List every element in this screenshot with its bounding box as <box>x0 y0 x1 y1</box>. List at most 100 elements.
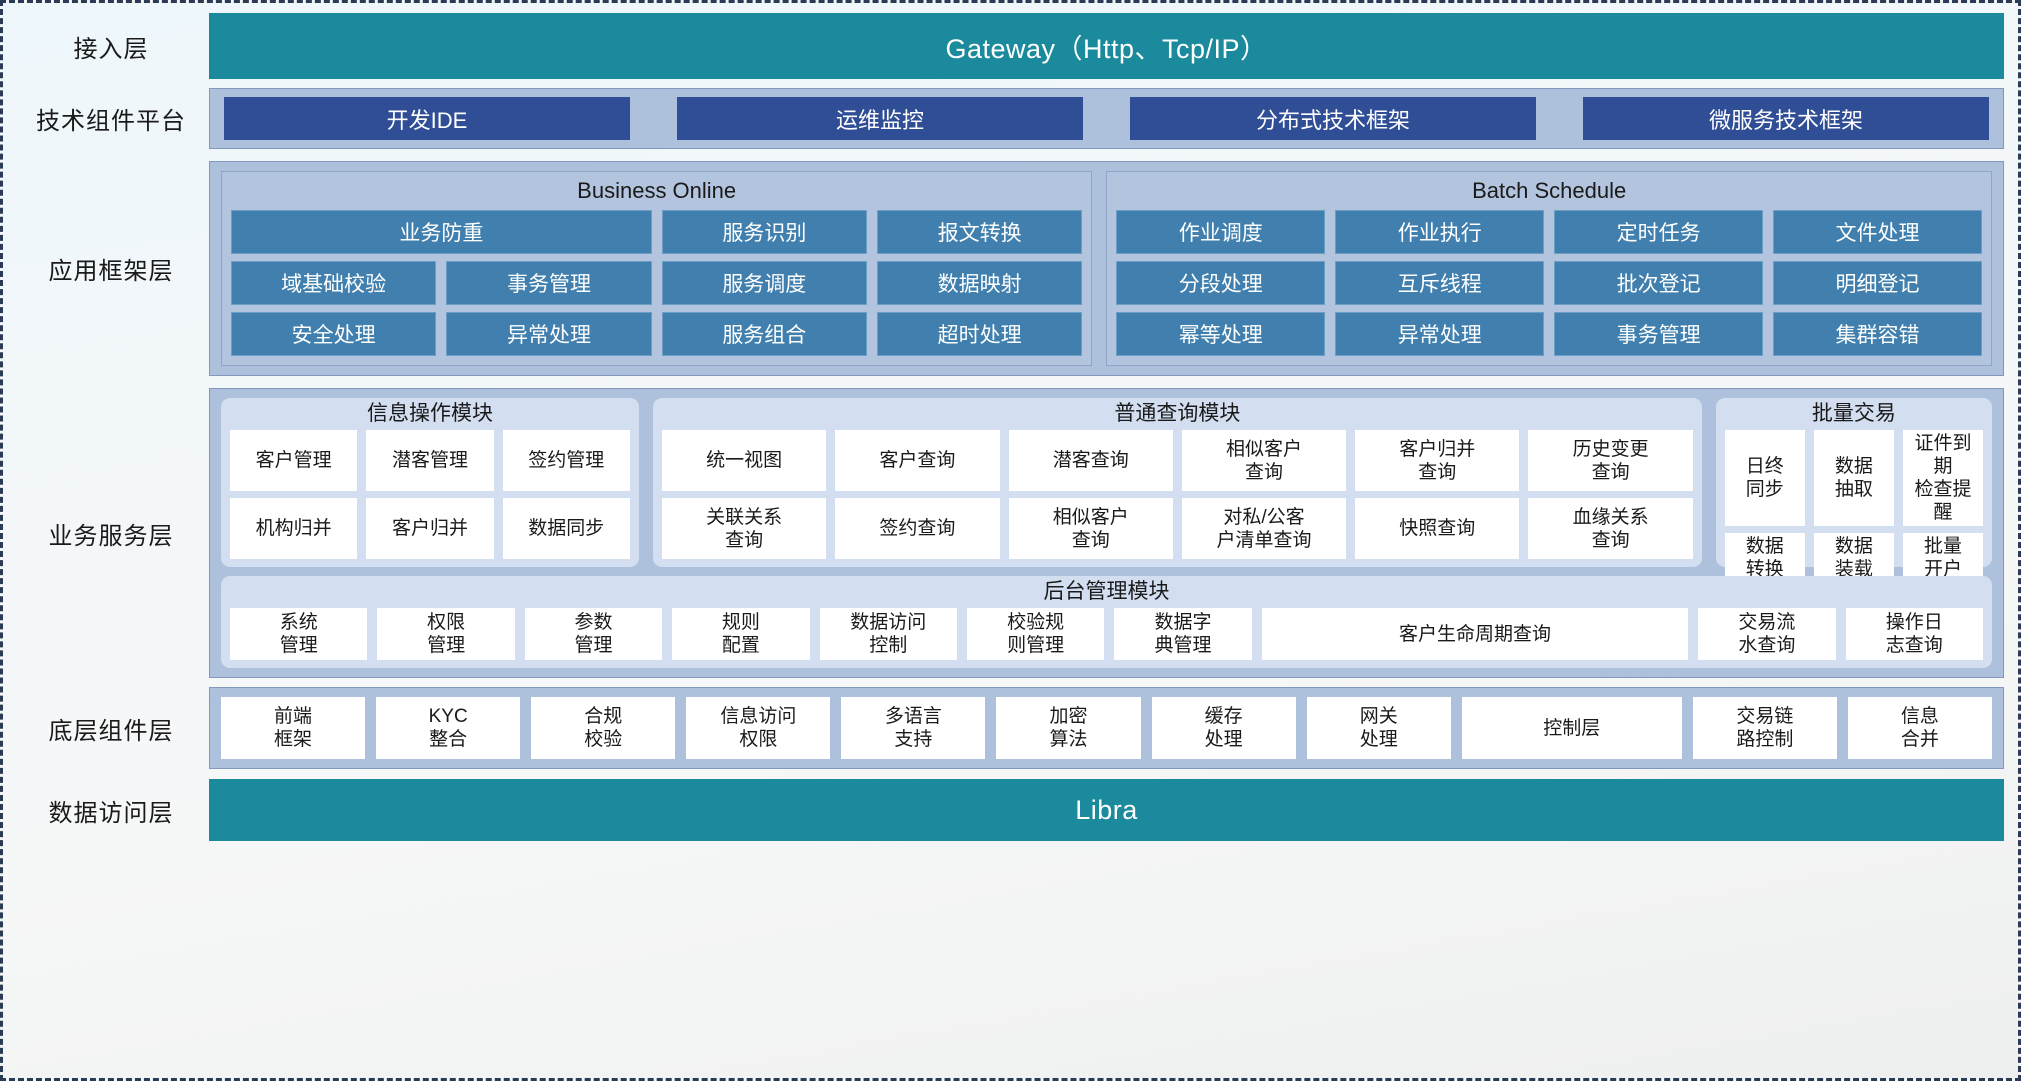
business-service-cell[interactable]: 数据抽取 <box>1813 430 1894 526</box>
app-framework-box[interactable]: 域基础校验 <box>231 261 437 305</box>
app-framework-box[interactable]: 批次登记 <box>1554 261 1764 305</box>
business-service-cell[interactable]: 快照查询 <box>1355 498 1520 559</box>
app-framework-box[interactable]: 异常处理 <box>1335 312 1545 356</box>
app-framework-box[interactable]: 作业执行 <box>1335 210 1545 254</box>
base-component-cell[interactable]: 控制层 <box>1461 697 1682 759</box>
business-service-cell[interactable]: 相似客户查询 <box>1008 498 1173 559</box>
business-service-cell[interactable]: 潜客管理 <box>366 430 494 491</box>
admin-module-cell[interactable]: 权限管理 <box>377 608 515 660</box>
business-service-cell[interactable]: 签约查询 <box>835 498 1000 559</box>
tech-component-box[interactable]: 分布式技术框架 <box>1130 97 1536 140</box>
admin-module-row: 系统管理权限管理参数管理规则配置数据访问控制校验规则管理数据字典管理客户生命周期… <box>230 608 1983 660</box>
app-framework-box[interactable]: 数据映射 <box>876 261 1083 305</box>
admin-module-title: 后台管理模块 <box>1043 580 1170 603</box>
tech-platform-panel: 开发IDE 运维监控 分布式技术框架 微服务技术框架 <box>209 88 2004 149</box>
app-framework-group-title: Batch Schedule <box>1472 178 1627 203</box>
app-framework-box[interactable]: 事务管理 <box>446 261 652 305</box>
admin-module-group: 后台管理模块 系统管理权限管理参数管理规则配置数据访问控制校验规则管理数据字典管… <box>221 576 1992 668</box>
business-service-cell[interactable]: 关联关系查询 <box>661 498 827 559</box>
layer-data-access: 数据访问层 Libra <box>13 779 2004 841</box>
business-service-cell[interactable]: 数据装载 <box>1813 533 1894 583</box>
app-framework-box[interactable]: 作业调度 <box>1116 210 1326 254</box>
app-framework-box[interactable]: 服务识别 <box>661 210 868 254</box>
base-component-cell[interactable]: 信息访问权限 <box>686 697 831 759</box>
app-framework-group-title: Business Online <box>577 178 737 203</box>
layer-label-data-access: 数据访问层 <box>48 799 174 827</box>
app-framework-box[interactable]: 事务管理 <box>1554 312 1764 356</box>
app-framework-box[interactable]: 超时处理 <box>876 312 1083 356</box>
business-service-cell[interactable]: 对私/公客户清单查询 <box>1181 498 1347 559</box>
layer-label-tech-platform: 技术组件平台 <box>36 108 186 135</box>
business-service-row: 日终同步数据抽取证件到期检查提醒 <box>1724 430 1984 526</box>
business-service-group: 信息操作模块客户管理潜客管理签约管理机构归并客户归并数据同步 <box>221 398 639 567</box>
app-framework-box[interactable]: 服务组合 <box>661 312 867 356</box>
app-framework-box[interactable]: 业务防重 <box>231 210 652 254</box>
business-service-cell[interactable]: 数据转换 <box>1724 533 1805 583</box>
app-framework-box[interactable]: 异常处理 <box>446 312 652 356</box>
business-service-row: 关联关系查询签约查询相似客户查询对私/公客户清单查询快照查询血缘关系查询 <box>661 498 1693 559</box>
business-service-row: 统一视图客户查询潜客查询相似客户查询客户归并查询历史变更查询 <box>661 430 1693 491</box>
business-service-cell[interactable]: 日终同步 <box>1724 430 1805 526</box>
app-framework-box[interactable]: 文件处理 <box>1773 210 1983 254</box>
business-service-cell[interactable]: 签约管理 <box>502 430 630 491</box>
app-framework-rows: 作业调度作业执行定时任务文件处理分段处理互斥线程批次登记明细登记幂等处理异常处理… <box>1116 210 1983 356</box>
base-component-cell[interactable]: 多语言支持 <box>841 697 986 759</box>
business-service-cell[interactable]: 机构归并 <box>230 498 358 559</box>
layer-label-app-framework: 应用框架层 <box>48 258 174 285</box>
tech-component-box[interactable]: 微服务技术框架 <box>1583 97 1989 140</box>
business-service-cell[interactable]: 血缘关系查询 <box>1528 498 1693 559</box>
base-component-cell[interactable]: 网关处理 <box>1306 697 1451 759</box>
app-framework-box[interactable]: 分段处理 <box>1116 261 1326 305</box>
app-framework-row: 幂等处理异常处理事务管理集群容错 <box>1116 312 1983 356</box>
layer-tech-platform: 技术组件平台 开发IDE 运维监控 分布式技术框架 微服务技术框架 <box>13 88 2004 149</box>
business-service-groups: 信息操作模块客户管理潜客管理签约管理机构归并客户归并数据同步普通查询模块统一视图… <box>221 398 1992 583</box>
app-framework-box[interactable]: 幂等处理 <box>1116 312 1326 356</box>
admin-module-cell[interactable]: 交易流水查询 <box>1698 608 1836 660</box>
business-service-cell[interactable]: 客户归并查询 <box>1355 430 1520 491</box>
business-service-cell[interactable]: 客户管理 <box>230 430 358 491</box>
app-framework-box[interactable]: 定时任务 <box>1554 210 1764 254</box>
business-service-row: 数据转换数据装载批量开户 <box>1724 533 1984 583</box>
business-service-cell[interactable]: 历史变更查询 <box>1528 430 1693 491</box>
base-component-cell[interactable]: 缓存处理 <box>1151 697 1296 759</box>
app-framework-box[interactable]: 安全处理 <box>231 312 437 356</box>
business-service-cell[interactable]: 潜客查询 <box>1008 430 1173 491</box>
admin-module-cell[interactable]: 参数管理 <box>524 608 663 660</box>
business-service-row: 机构归并客户归并数据同步 <box>230 498 630 559</box>
admin-module-cell[interactable]: 规则配置 <box>672 608 810 660</box>
app-framework-row: 业务防重服务识别报文转换 <box>231 210 1083 254</box>
admin-module-cell[interactable]: 系统管理 <box>230 608 368 660</box>
app-framework-box[interactable]: 报文转换 <box>877 210 1083 254</box>
admin-module-cell[interactable]: 客户生命周期查询 <box>1261 608 1689 660</box>
app-framework-box[interactable]: 集群容错 <box>1773 312 1983 356</box>
base-component-cell[interactable]: 前端框架 <box>221 697 366 759</box>
business-service-cell[interactable]: 批量开户 <box>1902 533 1984 583</box>
libra-bar[interactable]: Libra <box>209 779 2004 841</box>
business-service-cell[interactable]: 客户归并 <box>366 498 494 559</box>
admin-module-cell[interactable]: 数据字典管理 <box>1114 608 1252 660</box>
base-component-cell[interactable]: 信息合并 <box>1847 697 1992 759</box>
app-framework-box[interactable]: 服务调度 <box>661 261 867 305</box>
admin-module-cell[interactable]: 校验规则管理 <box>966 608 1105 660</box>
base-component-cell[interactable]: 交易链路控制 <box>1692 697 1837 759</box>
business-service-cell[interactable]: 数据同步 <box>502 498 630 559</box>
app-framework-box[interactable]: 明细登记 <box>1773 261 1983 305</box>
base-component-cell[interactable]: 合规校验 <box>531 697 676 759</box>
business-service-rows: 客户管理潜客管理签约管理机构归并客户归并数据同步 <box>230 430 630 559</box>
admin-module-cell[interactable]: 数据访问控制 <box>819 608 957 660</box>
business-service-cell[interactable]: 客户查询 <box>835 430 1000 491</box>
tech-component-box[interactable]: 开发IDE <box>224 97 630 140</box>
business-service-cell[interactable]: 证件到期检查提醒 <box>1902 430 1984 526</box>
gateway-bar[interactable]: Gateway（Http、Tcp/IP） <box>209 13 2004 79</box>
base-component-cell[interactable]: 加密算法 <box>996 697 1141 759</box>
tech-component-box[interactable]: 运维监控 <box>677 97 1083 140</box>
admin-module-cell[interactable]: 操作日志查询 <box>1845 608 1983 660</box>
business-service-cell[interactable]: 相似客户查询 <box>1181 430 1347 491</box>
app-framework-box[interactable]: 互斥线程 <box>1335 261 1545 305</box>
business-service-cell[interactable]: 统一视图 <box>661 430 827 491</box>
